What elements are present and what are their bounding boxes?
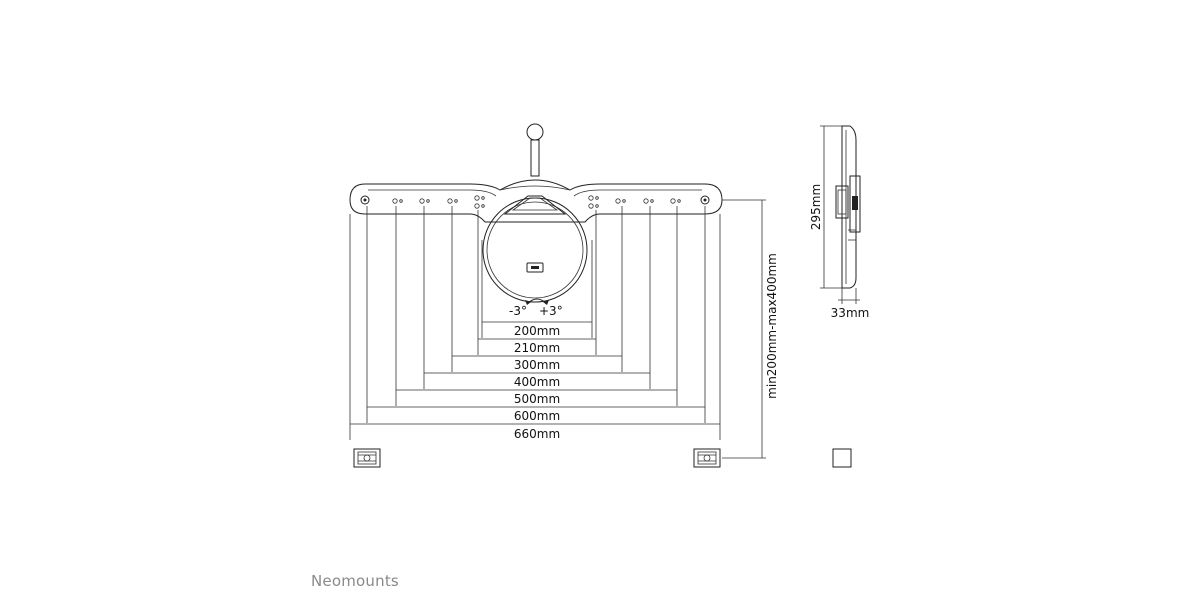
height-dimension-lines [722, 199, 766, 459]
side-view: 295mm 33mm [809, 125, 870, 468]
tilt-plus-label: +3° [539, 304, 563, 318]
dimension-500: 500mm [514, 392, 560, 406]
side-bottom-bracket [832, 448, 852, 468]
dimension-210: 210mm [514, 341, 560, 355]
mounting-bar [349, 179, 723, 223]
width-dimension-lines [350, 321, 720, 425]
dimension-300: 300mm [514, 358, 560, 372]
top-knob [526, 123, 544, 141]
tilt-minus-label: -3° [509, 304, 527, 318]
brand-logo-text: Neomounts [311, 572, 399, 590]
side-height-label: 295mm [809, 184, 823, 230]
dimension-200: 200mm [514, 324, 560, 338]
dimension-660: 660mm [514, 427, 560, 441]
height-range-label: min200mm-max400mm [765, 253, 779, 399]
dimension-400: 400mm [514, 375, 560, 389]
top-post [530, 139, 540, 177]
bottom-bracket-left [353, 448, 381, 468]
bottom-bracket-right [693, 448, 721, 468]
side-depth-label: 33mm [831, 306, 870, 320]
dimension-600: 600mm [514, 409, 560, 423]
round-plate [482, 195, 588, 303]
extension-lines [349, 206, 721, 440]
bar-holes [360, 195, 710, 209]
front-view: -3° +3° 200m [349, 123, 779, 468]
